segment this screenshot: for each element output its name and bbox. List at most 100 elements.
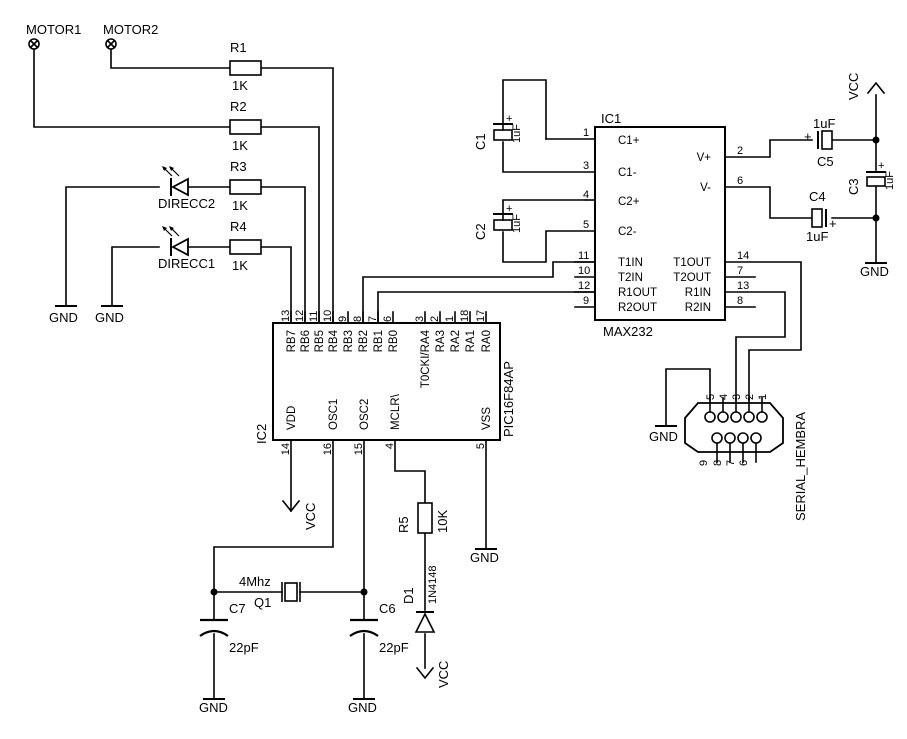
r4-value: 1K xyxy=(232,258,248,273)
pic-pin-num: 8 xyxy=(352,316,364,322)
c6-value: 22pF xyxy=(379,640,409,655)
capacitor-c5: + 1uF C5 xyxy=(804,116,835,169)
max232-pin-num: 1 xyxy=(583,127,589,139)
r2-name: R2 xyxy=(230,99,247,114)
r1-name: R1 xyxy=(230,40,247,55)
max232-pin-num: 9 xyxy=(583,295,589,307)
r3-value: 1K xyxy=(232,198,248,213)
max232-chip: IC1 MAX232 1 3 4 5 11 10 12 9 C1+ C1- C2… xyxy=(574,111,749,339)
led-direcc1: DIRECC1 xyxy=(158,226,215,271)
max232-pin-num: 13 xyxy=(737,280,749,292)
pic-pin-num: 4 xyxy=(384,443,396,449)
pic-pin-name: RB1 xyxy=(373,330,385,352)
r3-name: R3 xyxy=(230,159,247,174)
c4-value: 1uF xyxy=(806,229,828,244)
gnd-label: GND xyxy=(95,310,124,325)
c2-name: C2 xyxy=(473,223,488,240)
pic-pin-name: RB4 xyxy=(328,329,340,352)
pic-pin-num: 2 xyxy=(429,316,441,322)
pic-pin-name: RB2 xyxy=(358,330,370,352)
c6-name: C6 xyxy=(379,601,396,616)
max232-pin-num: 3 xyxy=(583,160,589,172)
max232-pin-name: C2+ xyxy=(618,196,640,208)
c2-value: 1uF xyxy=(511,214,523,233)
pic-pin-name: VSS xyxy=(481,407,493,430)
connector-name: SERIAL_HEMBRA xyxy=(793,412,808,521)
connector-pin-num: 5 xyxy=(705,394,717,400)
pic-pin-num: 11 xyxy=(308,311,320,322)
pic-pin-name: RB6 xyxy=(300,330,312,352)
connector-pin-num: 7 xyxy=(725,460,737,466)
pic-pin-name: RA0 xyxy=(481,330,493,352)
max232-ref: IC1 xyxy=(601,111,621,126)
max232-pin-name: T2IN xyxy=(618,272,643,284)
max232-pin-num: 5 xyxy=(583,219,589,231)
max232-pin-name: T2OUT xyxy=(673,272,711,284)
max232-pin-name: C2- xyxy=(618,226,637,238)
r2-value: 1K xyxy=(232,138,248,153)
gnd-label: GND xyxy=(649,429,678,444)
gnd-label: GND xyxy=(49,310,78,325)
gnd-symbol-6: GND xyxy=(199,698,228,715)
max232-pin-name: T1IN xyxy=(618,257,643,269)
vcc-label: VCC xyxy=(303,503,318,530)
motor1-terminal: MOTOR1 xyxy=(26,22,81,50)
max232-pin-name: C1- xyxy=(618,167,637,179)
max232-pin-name: C1+ xyxy=(618,135,640,147)
max232-pin-num: 12 xyxy=(578,280,590,292)
connector-pin-num: 6 xyxy=(738,460,750,466)
pic-pin-name: MCLR\ xyxy=(390,393,402,430)
c7-name: C7 xyxy=(229,601,246,616)
resistor-r5: R5 10K xyxy=(396,502,450,534)
max232-pin-num: 14 xyxy=(737,250,749,262)
max232-pin-name: V+ xyxy=(697,152,712,164)
capacitor-c1: + C1 1uF xyxy=(473,113,523,150)
connector-pin-num: 8 xyxy=(712,460,724,466)
max232-pin-name: R1OUT xyxy=(618,287,657,299)
vcc-label: VCC xyxy=(846,73,861,100)
pic-pin-num: 12 xyxy=(294,310,306,322)
pic-pin-num: 9 xyxy=(337,316,349,322)
capacitor-c3: + C3 1uF xyxy=(846,160,896,195)
diode-d1: D1 1N4148 xyxy=(401,565,439,633)
led-direcc1-label: DIRECC1 xyxy=(158,256,215,271)
diode-name: D1 xyxy=(401,587,416,604)
c5-value: 1uF xyxy=(813,116,835,131)
pic-pin-name: RA1 xyxy=(465,330,477,352)
junctions xyxy=(210,136,880,596)
vcc-symbol-top: VCC xyxy=(846,73,886,100)
gnd-label: GND xyxy=(860,264,889,279)
gnd-label: GND xyxy=(348,700,377,715)
max232-pin-num: 4 xyxy=(583,189,589,201)
connector-pin-num: 9 xyxy=(698,460,710,466)
capacitor-c2: + C2 1uF xyxy=(473,203,523,240)
capacitor-c6: C6 22pF xyxy=(349,601,409,655)
resistor-r3: R3 1K xyxy=(229,159,262,213)
gnd-symbol-5: GND xyxy=(470,548,499,565)
pic-pin-num: 18 xyxy=(459,310,471,322)
max232-pin-num: 2 xyxy=(737,145,743,157)
r5-name: R5 xyxy=(396,516,411,533)
pic-pin-num: 14 xyxy=(280,443,292,455)
led-direcc2: DIRECC2 xyxy=(158,166,215,211)
gnd-label: GND xyxy=(470,550,499,565)
pic-pin-num: 17 xyxy=(475,310,487,322)
r5-value: 10K xyxy=(435,510,450,533)
c3-name: C3 xyxy=(846,178,861,195)
connector-pin-num: 1 xyxy=(757,394,769,400)
c7-value: 22pF xyxy=(229,640,259,655)
pic-pin-num: 13 xyxy=(280,310,292,322)
connector-pin-num: 4 xyxy=(718,394,730,400)
resistor-r2: R2 1K xyxy=(229,99,262,153)
c5-plus: + xyxy=(804,129,812,144)
max232-pin-num: 8 xyxy=(737,295,743,307)
max232-pin-name: R2IN xyxy=(685,302,711,314)
c4-name: C4 xyxy=(809,189,826,204)
motor2-terminal: MOTOR2 xyxy=(103,22,158,50)
pic-ref: IC2 xyxy=(254,424,269,444)
c5-name: C5 xyxy=(817,154,834,169)
capacitor-c4: + C4 1uF xyxy=(806,189,837,244)
max232-pin-num: 10 xyxy=(578,265,590,277)
gnd-symbol-4: GND xyxy=(649,425,678,444)
pic-pin-num: 7 xyxy=(367,316,379,322)
